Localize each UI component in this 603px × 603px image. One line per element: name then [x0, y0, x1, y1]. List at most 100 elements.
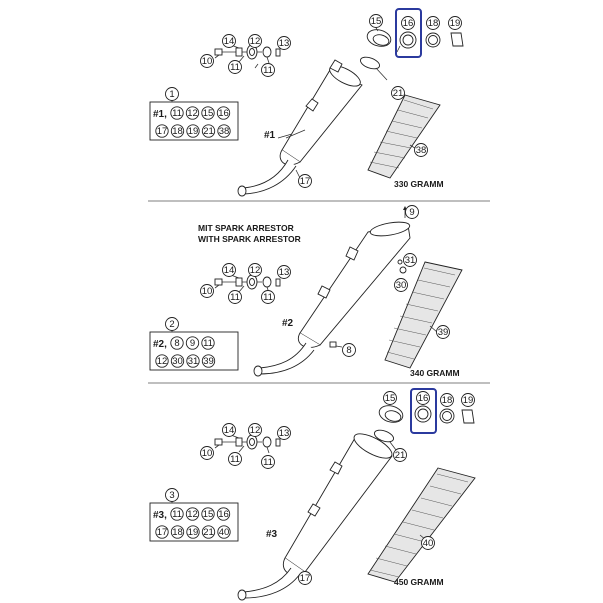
callout-3-11: 21 — [393, 448, 407, 462]
hardware-cluster-3 — [214, 433, 281, 454]
callout-3-6-text: 11 — [263, 457, 273, 468]
callout-1-2: 12 — [248, 34, 262, 48]
set-3-row1-2-text: 12 — [187, 509, 198, 520]
callout-2-7: 9 — [405, 205, 419, 219]
callout-3-3: 13 — [277, 426, 291, 440]
callout-1-1: 14 — [222, 34, 236, 48]
callout-3-3-text: 13 — [279, 428, 290, 439]
callout-3-9: 18 — [440, 393, 454, 407]
endcap-parts-1 — [359, 27, 464, 81]
callout-1-2-text: 12 — [250, 36, 261, 47]
set-2-row2-2-text: 30 — [172, 356, 183, 367]
set-1-row2-5-text: 38 — [219, 126, 230, 137]
set-1-row2-3-text: 19 — [188, 126, 199, 137]
set-3-row1-2: 12 — [185, 507, 200, 521]
set-2-row1-2: 9 — [185, 336, 200, 350]
packing-2 — [384, 261, 463, 369]
callout-2-6-text: 11 — [263, 292, 273, 303]
set-2-row1-1: 8 — [170, 336, 184, 350]
callout-2-9: 30 — [394, 278, 408, 292]
callout-packing-1: 38 — [414, 143, 428, 157]
callout-3-10-text: 19 — [463, 395, 474, 406]
callout-1-11: 21 — [391, 86, 405, 100]
callout-3-4: 10 — [200, 446, 214, 460]
endcap-parts-3 — [373, 405, 475, 451]
callout-1-3-text: 13 — [279, 38, 290, 49]
callout-1-12: 17 — [298, 174, 312, 188]
callout-1-4: 10 — [200, 54, 214, 68]
set-number-3-text: 3 — [169, 490, 174, 501]
callout-1-11-text: 21 — [393, 88, 404, 99]
set-3-row1-1-text: 11 — [172, 509, 182, 520]
callout-3-5-text: 11 — [230, 454, 240, 465]
set-3-row1-4: 16 — [216, 507, 231, 521]
set-3-row1-3-text: 15 — [203, 509, 214, 520]
set-1-row1-3: 15 — [201, 106, 215, 120]
set-label-2: #2, — [153, 339, 167, 350]
callout-3-5: 11 — [228, 452, 242, 466]
callout-2-5: 11 — [228, 290, 242, 304]
set-2-row1-3: 11 — [201, 336, 215, 350]
callout-1-5: 11 — [228, 60, 242, 74]
section-3 — [214, 405, 476, 601]
set-3-row2-1-text: 17 — [157, 527, 168, 538]
set-1-row1-1-text: 11 — [172, 108, 182, 119]
callout-2-1: 14 — [222, 263, 236, 277]
set-3-row2-3-text: 19 — [188, 527, 199, 538]
set-label-1: #1, — [153, 109, 167, 120]
callout-packing-2: 39 — [436, 325, 450, 339]
callout-2-8-text: 31 — [405, 255, 416, 266]
set-3-row2-1: 17 — [155, 525, 169, 539]
set-number-3: 3 — [165, 488, 179, 502]
callout-1-7: 15 — [369, 14, 383, 28]
callout-packing-2-text: 39 — [438, 327, 449, 338]
weight-label-1: 330 GRAMM — [394, 179, 444, 189]
callout-3-9-text: 18 — [442, 395, 453, 406]
callout-2-5-text: 11 — [230, 292, 240, 303]
callout-1-9-text: 18 — [428, 18, 439, 29]
set-1-row1-2-text: 12 — [187, 108, 198, 119]
callout-3-8-text: 16 — [418, 393, 429, 404]
set-3-row1-3: 15 — [201, 507, 215, 521]
callout-3-10: 19 — [461, 393, 475, 407]
set-3-row2-5: 40 — [217, 525, 231, 539]
callout-1-4-text: 10 — [202, 56, 213, 67]
callout-2-10: 8 — [342, 343, 356, 357]
set-number-1: 1 — [165, 87, 179, 101]
callout-1-7-text: 15 — [371, 16, 382, 27]
spark-arrestor-label-de: MIT SPARK ARRESTOR — [198, 223, 294, 233]
callout-2-2: 12 — [248, 263, 262, 277]
set-1-row1-4-text: 16 — [218, 108, 229, 119]
callout-2-9-text: 30 — [396, 280, 407, 291]
set-2-row2-1-text: 12 — [157, 356, 168, 367]
callout-1-8-text: 16 — [403, 18, 414, 29]
set-1-row2-1: 17 — [155, 124, 169, 138]
callout-3-1-text: 14 — [224, 425, 235, 436]
weight-label-2: 340 GRAMM — [410, 368, 460, 378]
set-3-row2-4-text: 21 — [203, 527, 214, 538]
set-1-row1-3-text: 15 — [203, 108, 214, 119]
callout-1-9: 18 — [426, 16, 440, 30]
set-3-row2-5-text: 40 — [219, 527, 230, 538]
callout-2-2-text: 12 — [250, 265, 261, 276]
packing-3 — [367, 467, 476, 583]
callout-2-6: 11 — [261, 290, 275, 304]
spark-arrestor-label-en: WITH SPARK ARRESTOR — [198, 234, 301, 244]
set-2-row2-3-text: 31 — [188, 356, 199, 367]
callout-packing-3: 40 — [421, 536, 435, 550]
muffler-1 — [237, 59, 363, 197]
callout-2-10-text: 8 — [346, 345, 351, 356]
callout-3-8: 16 — [416, 391, 430, 405]
set-1-row1-1: 11 — [170, 106, 184, 120]
weight-label-3: 450 GRAMM — [394, 577, 444, 587]
callout-3-2: 12 — [248, 423, 262, 437]
callout-2-3-text: 13 — [279, 267, 290, 278]
callout-3-12: 17 — [298, 571, 312, 585]
callout-2-1-text: 14 — [224, 265, 235, 276]
set-2-row2-2: 30 — [170, 354, 185, 368]
callout-3-12-text: 17 — [300, 573, 311, 584]
set-number-2-text: 2 — [169, 319, 174, 330]
set-3-row2-3: 19 — [186, 525, 200, 539]
